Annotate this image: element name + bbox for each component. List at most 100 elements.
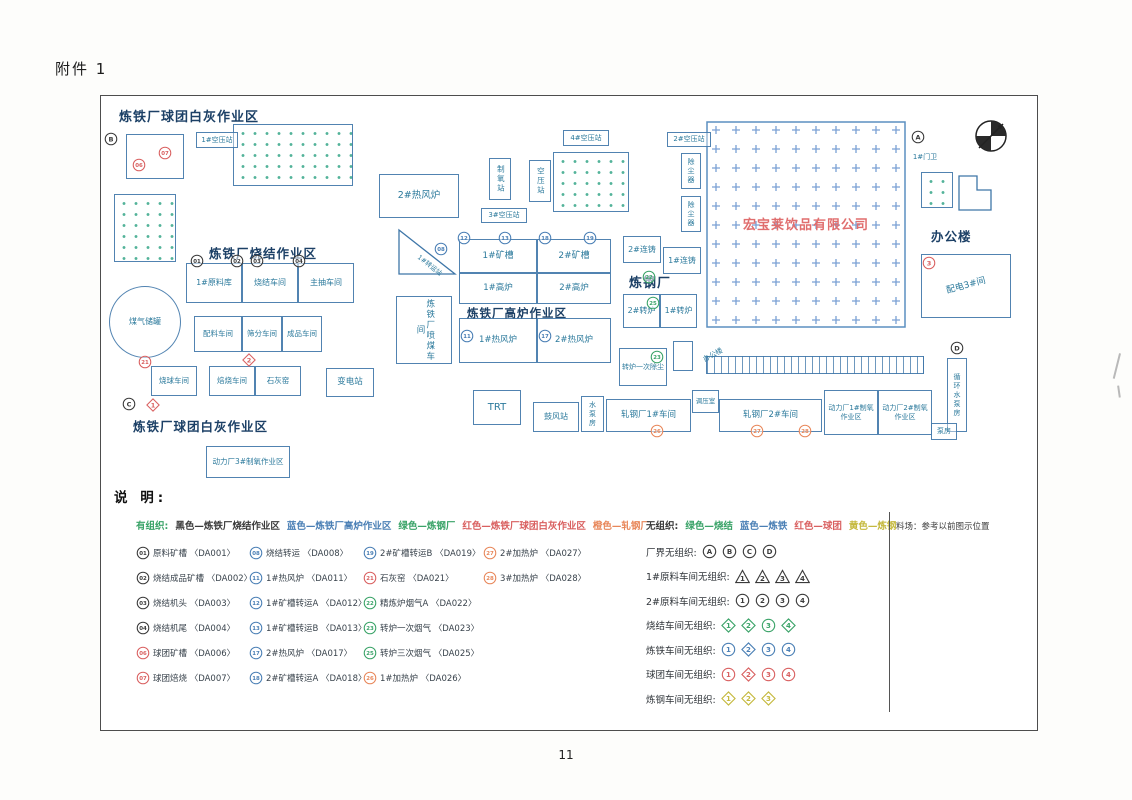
- legend-color-key: 绿色—烧结: [685, 521, 733, 532]
- circle-marker: 13: [498, 231, 512, 245]
- svg-text:3: 3: [766, 621, 771, 630]
- svg-text:3: 3: [780, 574, 785, 583]
- svg-text:1: 1: [740, 596, 745, 605]
- building-label: 1#转炉: [664, 306, 693, 316]
- legend-item-text: 2#矿槽转运B 〈DA019〉: [380, 549, 481, 559]
- legend-row-label: 烧结车间无组织:: [646, 621, 716, 632]
- svg-text:3: 3: [766, 694, 771, 703]
- circle-marker: 3: [761, 642, 775, 657]
- building-label: 2#热风炉: [554, 334, 594, 345]
- svg-text:23: 23: [366, 626, 374, 632]
- svg-text:3: 3: [766, 645, 771, 654]
- building-label: 2#转炉: [627, 306, 656, 316]
- circle-marker: 02: [230, 254, 244, 268]
- circle-marker: 11: [460, 329, 474, 343]
- map-marker: 06: [132, 157, 146, 172]
- building: 除尘器: [681, 196, 701, 232]
- building-label: 4#空压站: [570, 133, 602, 142]
- north-compass-icon: [975, 120, 1007, 152]
- legend-color-key: 黑色—炼铁厂烧结作业区: [175, 521, 280, 532]
- area-label-text: 炼钢厂: [629, 276, 672, 291]
- svg-text:08: 08: [437, 247, 445, 253]
- svg-text:13: 13: [252, 626, 260, 632]
- circle-marker: 08: [249, 546, 263, 560]
- legend-color-key: 红色—炼铁厂球团白灰作业区: [462, 521, 586, 532]
- circle-marker: 07: [136, 671, 150, 685]
- svg-text:11: 11: [463, 334, 471, 340]
- svg-text:D: D: [766, 547, 772, 556]
- circle-marker: 18: [538, 231, 552, 245]
- circle-marker: 06: [136, 646, 150, 660]
- building-label: 主抽车间: [310, 278, 342, 288]
- circle-marker: 23: [363, 621, 377, 635]
- building: 石灰窑: [255, 366, 301, 396]
- svg-text:3: 3: [927, 259, 932, 267]
- building-label: 除尘器: [687, 200, 696, 228]
- company-name-label: 宏宝莱饮品有限公司: [742, 218, 869, 233]
- circle-marker: 22: [363, 596, 377, 610]
- building: 2#转炉: [623, 294, 660, 328]
- circle-marker: 07: [158, 146, 172, 160]
- circle-marker: 28: [798, 424, 812, 438]
- building-label: 水泵房: [588, 400, 597, 428]
- svg-text:04: 04: [295, 259, 303, 265]
- map-marker: 12: [457, 230, 471, 245]
- map-marker: 11: [460, 328, 474, 343]
- map-marker: 01: [190, 253, 204, 268]
- building: 动力厂2#制氧作业区: [878, 390, 932, 435]
- building: 动力厂1#制氧作业区: [824, 390, 878, 435]
- svg-text:18: 18: [252, 676, 260, 682]
- circle-marker: 19: [363, 546, 377, 560]
- circle-marker: B: [104, 132, 118, 146]
- circle-marker: 4: [781, 642, 795, 657]
- building-label: TRT: [487, 401, 507, 413]
- building: TRT: [473, 390, 521, 425]
- legend-item-text: 原料矿槽 〈DA001〉: [153, 549, 236, 559]
- circle-marker: 02: [136, 571, 150, 585]
- svg-text:13: 13: [501, 236, 509, 242]
- building-label: 1#矿槽: [482, 250, 514, 261]
- map-marker: 18: [538, 230, 552, 245]
- building: 烧结车间: [242, 263, 298, 303]
- building: 3#空压站: [481, 208, 527, 223]
- svg-text:1: 1: [726, 621, 731, 630]
- svg-text:25: 25: [366, 651, 374, 657]
- legend-side-note: 料场：参考以前图示位置: [896, 522, 990, 532]
- area-label-text: 炼铁厂高炉作业区: [467, 306, 567, 320]
- page-number: 11: [558, 748, 574, 762]
- map-marker: 1: [146, 397, 160, 412]
- building-label: 空压站: [536, 166, 546, 196]
- diamond-marker: 3: [760, 691, 776, 706]
- circle-marker: 19: [583, 231, 597, 245]
- svg-text:1: 1: [151, 401, 156, 409]
- svg-text:4: 4: [786, 621, 791, 630]
- map-marker: 23: [650, 349, 664, 364]
- legend-item-text: 2#热风炉 〈DA017〉: [266, 649, 353, 659]
- map-marker: 07: [158, 145, 172, 160]
- circle-marker: 27: [750, 424, 764, 438]
- circle-marker: 11: [249, 571, 263, 585]
- legend-color-key: 无组织:: [646, 521, 679, 532]
- legend-item-text: 烧结机头 〈DA003〉: [153, 599, 236, 609]
- map-marker: B: [104, 131, 118, 146]
- legend-color-key: 黄色—炼钢: [848, 521, 897, 532]
- legend-item-text: 1#热风炉 〈DA011〉: [266, 574, 353, 584]
- legend-color-key: 蓝色—炼铁厂高炉作业区: [286, 521, 392, 532]
- circle-marker: C: [742, 544, 756, 559]
- legend-item-text: 石灰窑 〈DA021〉: [380, 574, 454, 584]
- building-label: 1#热风炉: [478, 334, 518, 345]
- circle-marker: B: [722, 544, 736, 559]
- circle-marker: C: [122, 397, 136, 411]
- building: 1#矿槽: [459, 239, 537, 273]
- building: 除尘器: [681, 153, 701, 189]
- svg-text:04: 04: [139, 626, 147, 632]
